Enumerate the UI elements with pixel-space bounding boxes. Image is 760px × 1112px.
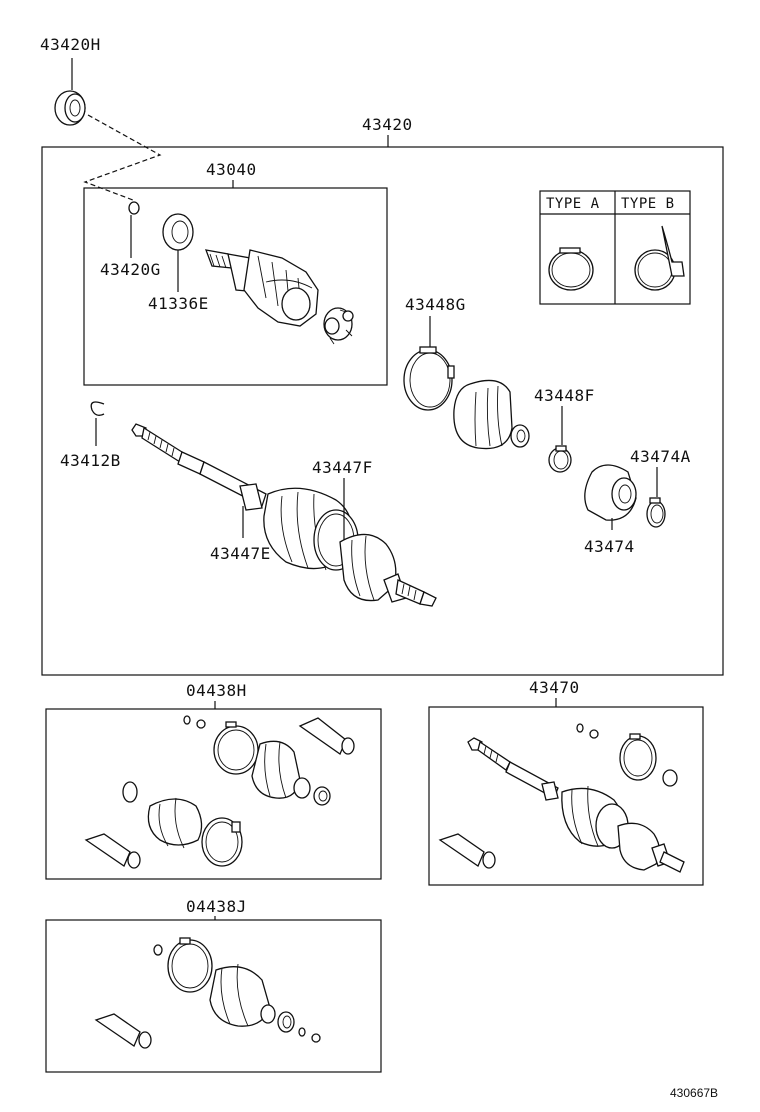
inboard-boot[interactable] (453, 379, 530, 450)
kit-04438J-parts[interactable] (94, 937, 321, 1049)
label-41336E[interactable]: 41336E (148, 294, 209, 313)
clamp-43474A[interactable] (646, 497, 666, 528)
diagram-reference: 430667B (670, 1086, 718, 1100)
label-04438J[interactable]: 04438J (186, 897, 247, 916)
label-43420[interactable]: 43420 (362, 115, 413, 134)
washer-41336E[interactable] (162, 213, 194, 251)
assembly-frame-43420 (41, 146, 724, 676)
shaft-assembly-43470-parts[interactable] (438, 723, 685, 873)
type-b-label: TYPE B (621, 196, 675, 212)
label-43420H[interactable]: 43420H (40, 35, 101, 54)
drive-shaft[interactable] (131, 423, 267, 511)
boot-clamp-43448G[interactable] (403, 346, 455, 411)
shaft-assembly-frame-43470 (428, 706, 704, 886)
label-43470[interactable]: 43470 (529, 678, 580, 697)
outboard-joint[interactable] (339, 533, 437, 607)
label-43448F[interactable]: 43448F (534, 386, 595, 405)
oil-seal-43420H[interactable] (54, 90, 86, 126)
label-43040[interactable]: 43040 (206, 160, 257, 179)
label-43420G[interactable]: 43420G (100, 260, 161, 279)
label-43474A[interactable]: 43474A (630, 447, 691, 466)
label-43448G[interactable]: 43448G (405, 295, 466, 314)
label-43447E[interactable]: 43447E (210, 544, 271, 563)
inboard-joint-housing[interactable] (204, 249, 319, 327)
label-04438H[interactable]: 04438H (186, 681, 247, 700)
clamp-type-table: TYPE A TYPE B (539, 190, 691, 305)
boot-kit-frame-04438H (45, 708, 382, 880)
assembly-frame-43040 (83, 187, 388, 386)
clamp-type-b[interactable] (634, 225, 685, 291)
tripod-spider[interactable] (323, 307, 354, 345)
snap-ring-43412B[interactable] (90, 401, 105, 416)
label-43447F[interactable]: 43447F (312, 458, 373, 477)
boot-kit-frame-04438J (45, 919, 382, 1073)
small-clamp-43448F[interactable] (548, 445, 572, 473)
clamp-type-a[interactable] (548, 247, 594, 291)
snap-ring-43420G[interactable] (128, 201, 140, 215)
label-43474[interactable]: 43474 (584, 537, 635, 556)
kit-04438H-parts[interactable] (84, 715, 355, 869)
label-43412B[interactable]: 43412B (60, 451, 121, 470)
dynamic-damper-43474[interactable] (584, 464, 637, 521)
type-a-label: TYPE A (546, 196, 600, 212)
